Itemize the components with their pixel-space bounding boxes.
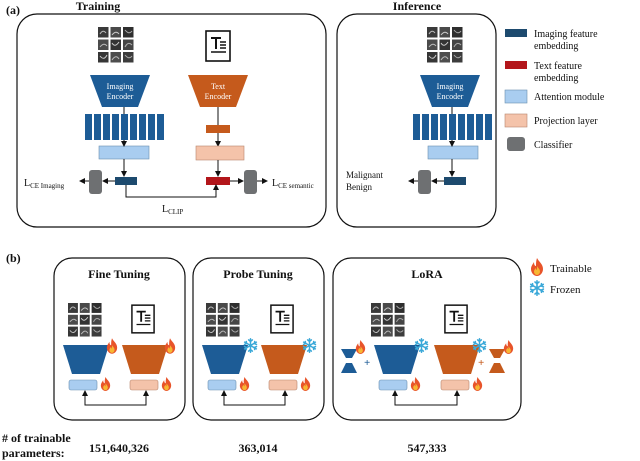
text-encoder-label: Text: [211, 82, 226, 91]
attention-module: [98, 145, 150, 160]
imaging-encoder-label: Encoder: [107, 92, 134, 101]
fine-tuning-panel: [53, 257, 186, 421]
imaging-embedding: [444, 177, 466, 185]
output-benign: Benign: [346, 182, 372, 192]
text-feature: [206, 125, 230, 133]
method-title: Probe Tuning: [223, 267, 292, 281]
image-grid-icon: [68, 303, 102, 337]
imaging-encoder: [90, 75, 150, 107]
legend-swatch-attention: [504, 89, 528, 104]
legend-swatch-imaging: [505, 29, 527, 37]
loss-clip: LCLIP: [162, 204, 183, 216]
legend: Imaging feature embedding Text feature e…: [504, 29, 605, 151]
imaging-feature-bars: [413, 114, 492, 140]
training-title: Training: [76, 0, 120, 13]
text-embedding: [206, 177, 230, 185]
image-grid-icon: [427, 27, 463, 63]
legend-label: Text feature: [534, 61, 582, 72]
plus-icon: +: [364, 357, 370, 369]
panel-b-label: (b): [6, 251, 21, 265]
legend-label: Attention module: [534, 92, 605, 103]
text-encoder: [188, 75, 248, 107]
params-label: # of trainable: [2, 431, 71, 445]
legend-swatch-text: [505, 61, 527, 69]
param-count: 547,333: [408, 441, 447, 455]
loss-ce-imaging: LCE Imaging: [24, 178, 65, 190]
attention-module: [427, 145, 479, 160]
legend-label: Imaging feature: [534, 29, 598, 40]
snowflake-icon: [529, 280, 545, 296]
classifier: [418, 170, 431, 194]
lora-diagram: + +: [341, 303, 514, 406]
method-title: LoRA: [411, 267, 443, 281]
text-document-icon: [444, 304, 468, 334]
output-malignant: Malignant: [346, 170, 383, 180]
method-title: Fine Tuning: [88, 267, 150, 281]
image-grid-icon: [98, 27, 134, 63]
plus-icon: +: [478, 357, 484, 369]
probe-tuning-diagram: [202, 303, 317, 406]
loss-ce-semantic: LCE semantic: [272, 178, 314, 190]
legend-swatch-projection: [504, 113, 528, 128]
legend-label: Projection layer: [534, 116, 598, 127]
imaging-encoder-label: Imaging: [107, 82, 134, 91]
trainable-label: Trainable: [550, 263, 592, 275]
legend-label: Classifier: [534, 140, 573, 151]
imaging-encoder-label: Encoder: [437, 92, 464, 101]
image-grid-icon: [206, 303, 240, 337]
frozen-label: Frozen: [550, 284, 581, 296]
clip-connector: [125, 184, 219, 198]
image-grid-icon: [371, 303, 405, 337]
legend-swatch-classifier: [507, 137, 525, 151]
projection-layer: [195, 145, 245, 161]
panel-a-label: (a): [6, 3, 20, 17]
fire-icon: [531, 258, 543, 276]
param-count: 363,014: [239, 441, 278, 455]
text-encoder-label: Encoder: [205, 92, 232, 101]
classifier: [244, 170, 257, 194]
training-panel: [16, 13, 327, 228]
inference-title: Inference: [393, 0, 442, 13]
imaging-encoder: [420, 75, 480, 107]
text-document-icon: [205, 30, 231, 62]
params-label: parameters:: [2, 446, 65, 460]
imaging-feature-bars: [85, 114, 164, 140]
legend-label: embedding: [534, 73, 578, 84]
imaging-encoder-label: Imaging: [437, 82, 464, 91]
classifier: [89, 170, 102, 194]
imaging-embedding: [115, 177, 137, 185]
fine-tuning-diagram: [63, 303, 176, 406]
probe-tuning-panel: [192, 257, 325, 421]
param-count: 151,640,326: [89, 441, 149, 455]
legend-label: embedding: [534, 41, 578, 52]
lora-panel: [332, 257, 522, 421]
text-document-icon: [270, 304, 294, 334]
text-document-icon: [131, 304, 155, 334]
